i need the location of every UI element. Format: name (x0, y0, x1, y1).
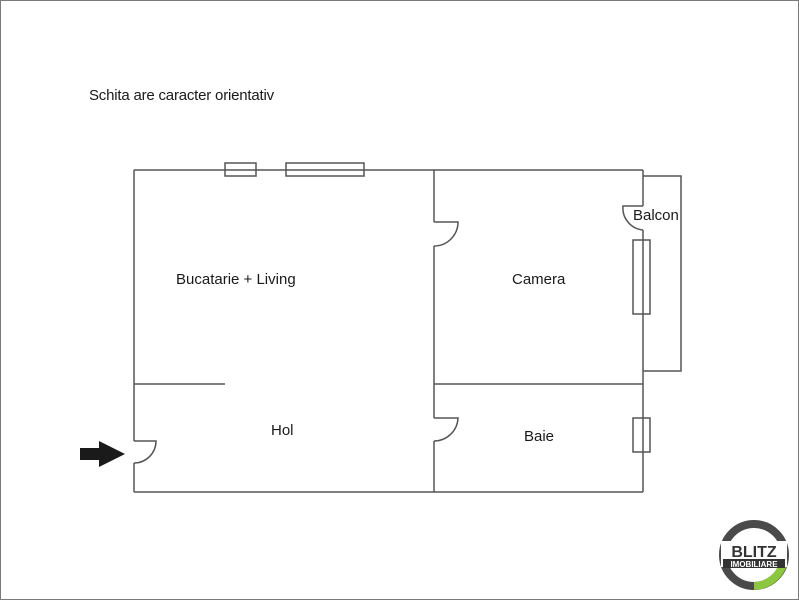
room-label-hol: Hol (271, 422, 294, 439)
logo-text-bottom: IMOBILIARE (730, 560, 778, 569)
arrow-right-icon (80, 441, 125, 467)
blitz-logo: BLITZ IMOBILIARE (718, 519, 790, 591)
room-label-balcon: Balcon (633, 207, 679, 224)
room-label-baie: Baie (524, 428, 555, 445)
room-label-bucatarie-living: Bucatarie + Living (176, 271, 296, 288)
room-label-camera: Camera (512, 271, 566, 288)
disclaimer-note: Schita are caracter orientativ (89, 87, 274, 104)
logo-text-top: BLITZ (731, 544, 777, 561)
